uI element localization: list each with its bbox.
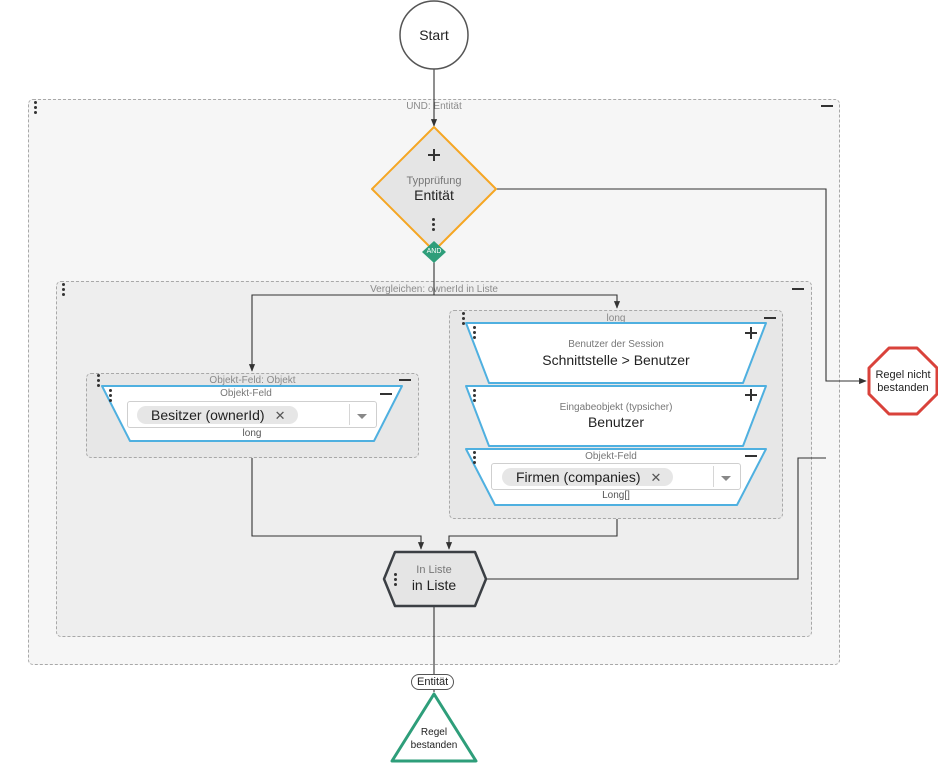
field-card-collapse-icon[interactable] (745, 451, 757, 461)
vergleichen-group-menu-icon[interactable] (61, 283, 67, 297)
input-card-caption: Eingabeobjekt (typsicher) (559, 402, 673, 413)
edge-objektfeld-to-inliste (251, 458, 425, 550)
edge-inliste-to-fail (484, 457, 826, 580)
owner-field-chevron-down-icon[interactable] (357, 414, 367, 419)
typpruefung-menu-icon[interactable] (431, 218, 437, 232)
session-card-caption: Benutzer der Session (568, 339, 664, 350)
fail-node-label: Regel nicht bestanden (869, 369, 937, 395)
companies-field-chip-label: Firmen (companies) (516, 469, 641, 485)
companies-field-separator (713, 466, 714, 487)
objekt-feld-group-title: Objekt-Feld: Objekt (209, 375, 296, 386)
field-card-type: Long[] (602, 490, 630, 501)
owner-field-chip-label: Besitzer (ownerId) (151, 407, 265, 423)
objekt-feld-card-type: long (242, 428, 262, 439)
companies-field-chip-close-icon[interactable]: ✕ (650, 470, 662, 485)
typpruefung-caption: Typprüfung (406, 175, 462, 187)
vergleichen-group-collapse-icon[interactable] (792, 284, 804, 294)
session-card-add-icon[interactable] (745, 327, 757, 339)
typpruefung-add-icon[interactable] (428, 149, 440, 161)
edge-long-to-inliste (445, 519, 618, 550)
pass-node-line2: bestanden (410, 740, 458, 751)
long-group-title: long (606, 313, 626, 324)
fail-node-line2: bestanden (877, 382, 929, 394)
in-liste-menu-icon[interactable] (393, 573, 399, 587)
pass-node (390, 692, 478, 763)
input-card-add-icon[interactable] (745, 389, 757, 401)
companies-field-select[interactable]: Firmen (companies) ✕ (491, 463, 741, 490)
edge-and-to-vergleichen (248, 261, 435, 372)
start-node (399, 0, 469, 70)
fail-node (867, 346, 938, 416)
objekt-feld-group-collapse-icon[interactable] (399, 375, 411, 385)
session-card-title: Schnittstelle > Benutzer (542, 352, 690, 368)
und-group-collapse-icon[interactable] (821, 101, 833, 111)
field-card-caption: Objekt-Feld (585, 451, 637, 462)
owner-field-chip: Besitzer (ownerId) ✕ (137, 406, 298, 424)
input-card-title: Benutzer (587, 414, 645, 430)
objekt-feld-card-menu-icon[interactable] (108, 389, 114, 403)
typpruefung-title: Entität (414, 187, 454, 203)
input-card-shape (465, 385, 767, 447)
companies-field-chevron-down-icon[interactable] (721, 476, 731, 481)
companies-field-chip: Firmen (companies) ✕ (502, 468, 674, 486)
objekt-feld-group-menu-icon[interactable] (96, 374, 102, 388)
in-liste-node (382, 550, 488, 608)
session-card-shape (465, 322, 767, 384)
long-group-menu-icon[interactable] (461, 312, 467, 326)
objekt-feld-card-collapse-icon[interactable] (380, 389, 392, 399)
entity-badge: Entität (411, 674, 455, 690)
edge-and-to-long-group (434, 294, 621, 309)
und-group-menu-icon[interactable] (33, 101, 39, 115)
fail-node-line1: Regel nicht (875, 369, 931, 381)
in-liste-title: in Liste (411, 577, 457, 593)
and-node (422, 241, 446, 263)
start-label: Start (419, 27, 449, 43)
and-badge-label: AND (426, 248, 442, 255)
owner-field-chip-close-icon[interactable]: ✕ (274, 408, 286, 423)
edge-typpruefung-to-fail (496, 188, 867, 385)
session-card-menu-icon[interactable] (472, 326, 478, 340)
pass-node-label: Regel bestanden (399, 726, 469, 752)
input-card-menu-icon[interactable] (472, 389, 478, 403)
owner-field-separator (349, 404, 350, 425)
objekt-feld-card-caption: Objekt-Feld (220, 388, 272, 399)
pass-node-line1: Regel (420, 727, 448, 738)
in-liste-caption: In Liste (416, 564, 452, 576)
owner-field-select[interactable]: Besitzer (ownerId) ✕ (127, 401, 377, 428)
long-group-collapse-icon[interactable] (764, 313, 776, 323)
field-card-menu-icon[interactable] (472, 451, 478, 465)
